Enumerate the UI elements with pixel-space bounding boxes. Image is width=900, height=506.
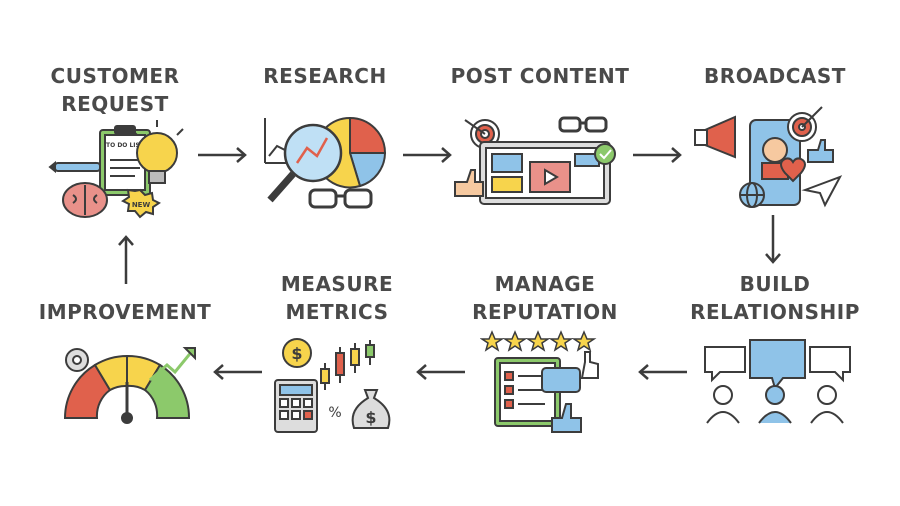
label-measure-metrics-line1: MEASURE	[280, 272, 394, 296]
monitor-icon	[479, 141, 611, 205]
pen-icon	[48, 160, 101, 174]
check-icon	[594, 143, 616, 165]
thumbs-up-icon	[454, 169, 484, 197]
arrow-up	[118, 235, 134, 284]
label-build-relationship-line2: RELATIONSHIP	[690, 300, 860, 324]
label-build-relationship-line1: BUILD	[739, 272, 811, 296]
gauge-icon	[63, 354, 191, 424]
thumbs-up-icon	[551, 403, 582, 433]
target-icon	[464, 119, 500, 149]
label-measure-metrics-line2: METRICS	[285, 300, 389, 324]
broadcast-illustration	[694, 106, 843, 208]
label-broadcast: BROADCAST	[704, 64, 846, 88]
phone-icon	[749, 119, 801, 206]
glasses-icon	[558, 116, 608, 133]
people-icon	[706, 385, 844, 424]
arrow-right-1	[198, 147, 247, 163]
paper-plane-icon	[801, 175, 843, 208]
money-bag-icon	[351, 389, 391, 429]
manage-reputation-illustration	[480, 330, 599, 433]
megaphone-icon	[694, 115, 736, 159]
label-customer-request: CUSTOMER REQUEST	[40, 62, 190, 118]
money-bag-currency-text: $	[365, 408, 376, 427]
label-manage-reputation: MANAGE REPUTATION	[455, 270, 635, 326]
measure-metrics-illustration: $ % $	[274, 338, 391, 433]
percent-text: %	[328, 405, 341, 421]
label-customer-request-line1: CUSTOMER	[50, 64, 180, 88]
chat-bubble-icon	[541, 367, 581, 393]
arrow-right-3	[633, 147, 682, 163]
speech-bubble-icon	[704, 339, 851, 391]
glasses-icon	[308, 188, 373, 209]
coin-currency-text: $	[291, 344, 302, 363]
todo-list-text: TO DO LIST	[106, 142, 145, 149]
arrow-left-1	[638, 364, 687, 380]
label-manage-reputation-line2: REPUTATION	[472, 300, 618, 324]
label-build-relationship: BUILD RELATIONSHIP	[675, 270, 875, 326]
label-measure-metrics: MEASURE METRICS	[262, 270, 412, 326]
label-research: RESEARCH	[263, 64, 387, 88]
new-badge	[121, 188, 161, 219]
pointer-hand-icon	[580, 351, 599, 379]
label-post-content: POST CONTENT	[450, 64, 630, 88]
growth-arrow-icon	[149, 347, 196, 382]
stars-icon	[480, 330, 597, 352]
arrow-right-2	[403, 147, 452, 163]
magnifier-icon	[267, 123, 343, 203]
label-improvement: IMPROVEMENT	[38, 300, 212, 324]
gear-icon	[65, 348, 89, 372]
heart-icon	[780, 157, 806, 183]
post-content-illustration	[454, 116, 616, 205]
globe-icon	[739, 182, 765, 208]
candlestick-chart-icon	[320, 340, 375, 390]
customer-request-illustration: TO DO LIST NEW	[48, 120, 184, 219]
improvement-illustration	[63, 347, 196, 424]
brain-icon	[62, 182, 108, 218]
coin-icon	[282, 338, 312, 368]
label-manage-reputation-line1: MANAGE	[494, 272, 596, 296]
calculator-icon	[274, 379, 318, 433]
lightbulb-icon	[130, 120, 184, 184]
new-badge-text: NEW	[132, 201, 151, 209]
label-customer-request-line2: REQUEST	[61, 92, 169, 116]
target-icon	[787, 106, 823, 142]
arrow-left-3	[213, 364, 262, 380]
arrow-down	[765, 215, 781, 264]
thumbs-up-icon	[807, 139, 834, 163]
arrow-left-2	[416, 364, 465, 380]
research-illustration	[264, 116, 387, 209]
build-relationship-illustration	[704, 339, 851, 424]
